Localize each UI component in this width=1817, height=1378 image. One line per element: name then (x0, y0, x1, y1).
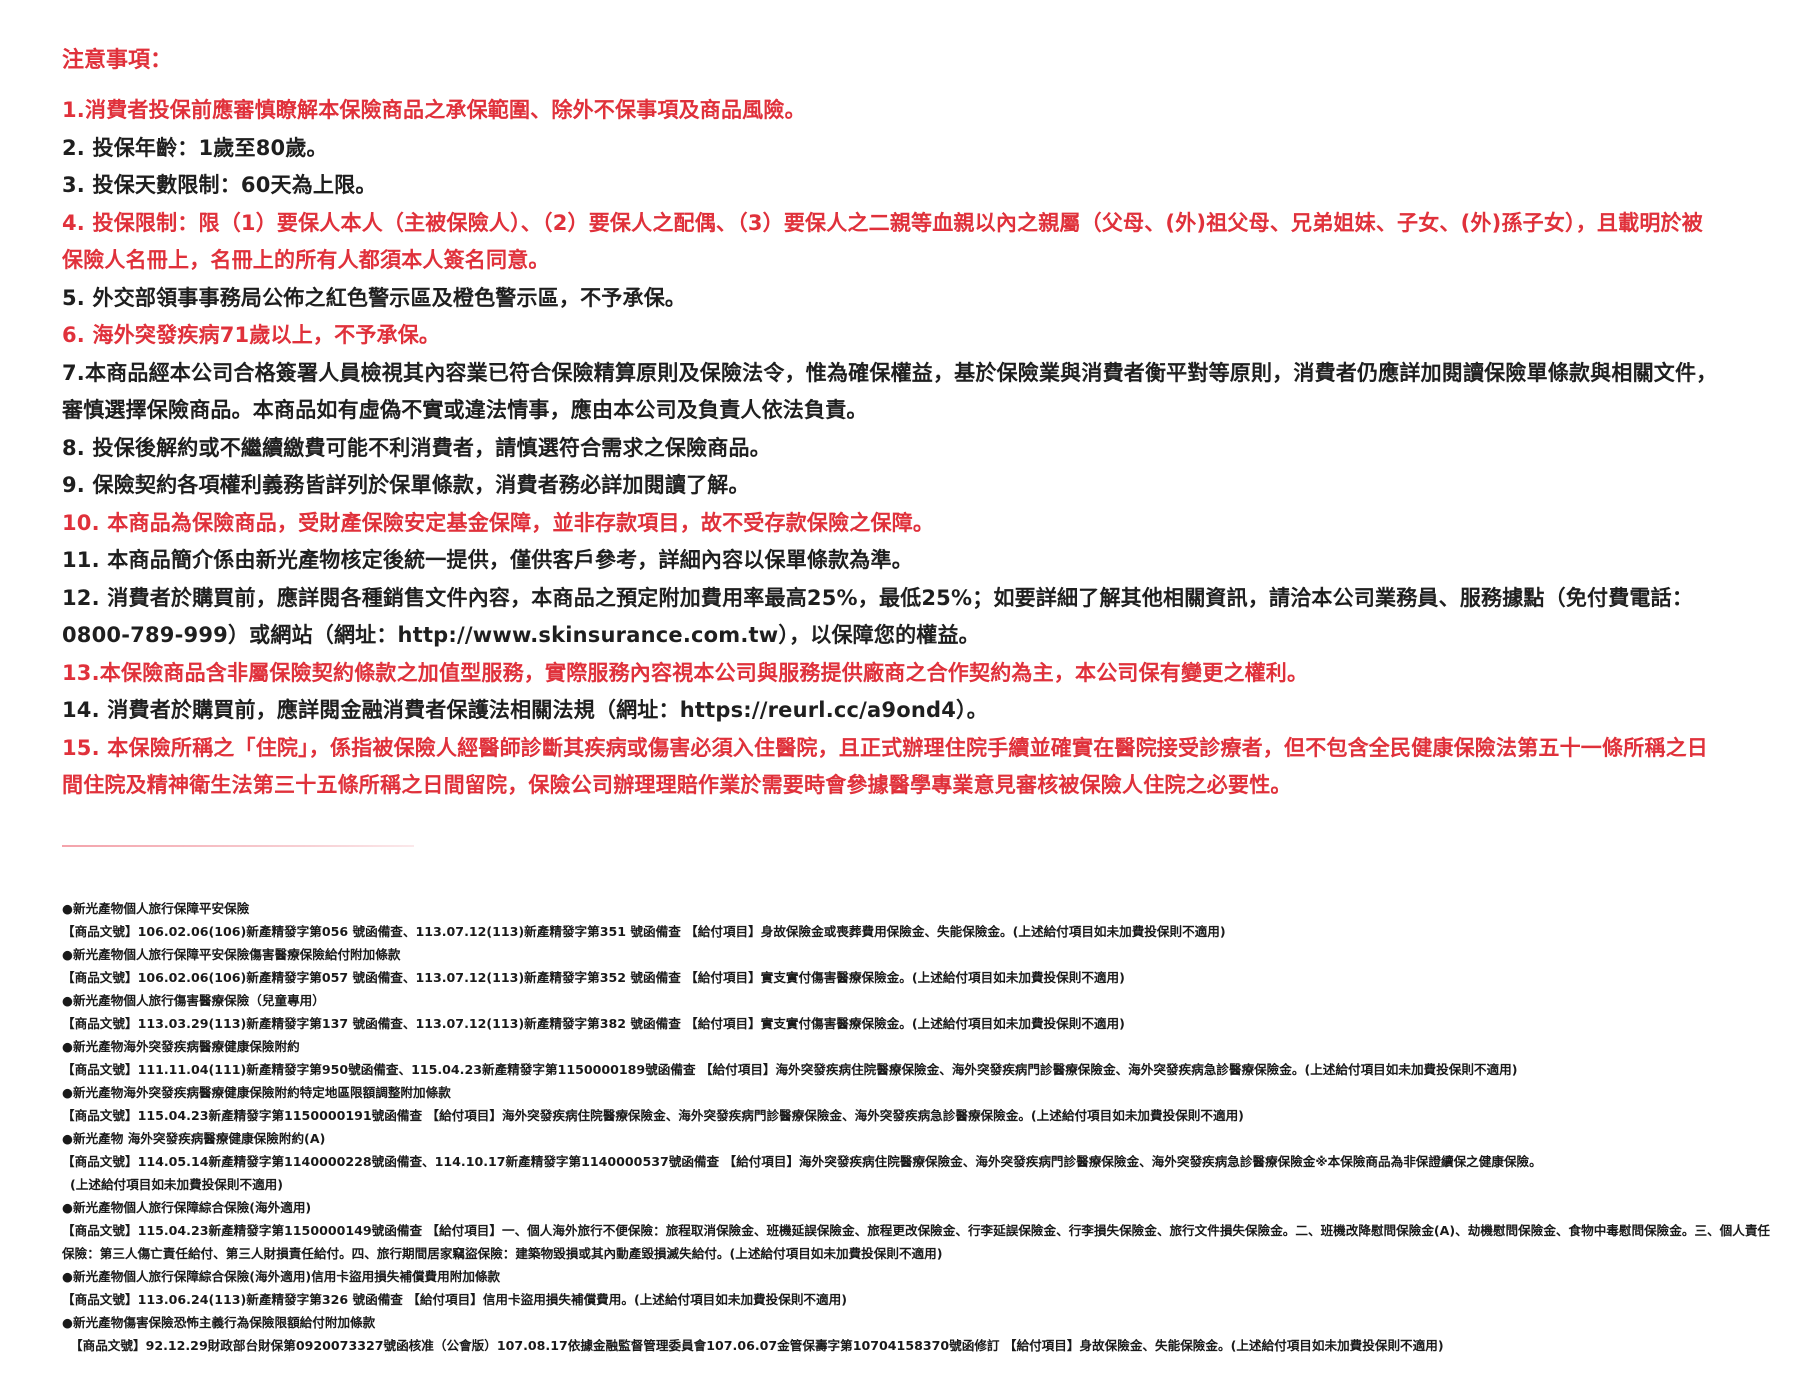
footnote-product-name: ●新光產物傷害保險恐怖主義行為保險限額給付附加條款 (62, 1314, 376, 1330)
footnote-product-detail: 【商品文號】106.02.06(106)新產精發字第056 號函備查、113.0… (62, 923, 1226, 939)
notice-item: 6. 海外突發疾病71歲以上，不予承保。 (62, 323, 441, 347)
footnote-product-name: ●新光產物 海外突發疾病醫療健康保險附約(A) (62, 1130, 326, 1146)
footnote-product-detail: 【商品文號】114.05.14新產精發字第1140000228號函備查、114.… (62, 1153, 1542, 1169)
notice-item: 1.消費者投保前應審慎瞭解本保險商品之承保範圍、除外不保事項及商品風險。 (62, 98, 806, 122)
section-divider (62, 844, 414, 847)
footnote-product-detail: 【商品文號】115.04.23新產精發字第1150000149號函備查 【給付項… (62, 1222, 1771, 1261)
footnote-product-detail: 【商品文號】113.06.24(113)新產精發字第326 號函備查 【給付項目… (62, 1291, 847, 1307)
footnote-product-name: ●新光產物個人旅行保障綜合保險(海外適用) (62, 1199, 312, 1215)
footnote-product-name: ●新光產物個人旅行保障平安保險 (62, 900, 250, 916)
footnote-product-name: ●新光產物個人旅行傷害醫療保險（兒童專用） (62, 992, 325, 1008)
footnote-product-detail: (上述給付項目如未加費投保則不適用) (70, 1176, 284, 1192)
notice-item: 11. 本商品簡介係由新光產物核定後統一提供，僅供客戶參考，詳細內容以保單條款為… (62, 548, 913, 572)
notice-item: 3. 投保天數限制：60天為上限。 (62, 173, 377, 197)
footnote-product-name: ●新光產物個人旅行保障平安保險傷害醫療保險給付附加條款 (62, 946, 401, 962)
product-footnotes: ●新光產物個人旅行保障平安保險 【商品文號】106.02.06(106)新產精發… (62, 897, 1770, 1357)
notice-item: 10. 本商品為保險商品，受財產保險安定基金保障，並非存款項目，故不受存款保險之… (62, 510, 935, 535)
footnote-product-name: ●新光產物海外突發疾病醫療健康保險附約特定地區限額調整附加條款 (62, 1084, 451, 1100)
footnote-product-name: ●新光產物海外突發疾病醫療健康保險附約 (62, 1038, 300, 1054)
notice-item: 8. 投保後解約或不繼續繳費可能不利消費者，請慎選符合需求之保險商品。 (62, 435, 771, 460)
notice-item: 5. 外交部領事事務局公佈之紅色警示區及橙色警示區，不予承保。 (62, 285, 687, 310)
footnote-product-detail: 【商品文號】111.11.04(111)新產精發字第950號函備查、115.04… (62, 1061, 1518, 1077)
footnote-product-detail: 【商品文號】115.04.23新產精發字第1150000191號函備查 【給付項… (62, 1107, 1244, 1123)
notice-title: 注意事項： (62, 48, 173, 73)
notice-item: 2. 投保年齡：1歲至80歲。 (62, 135, 328, 160)
footnote-product-detail: 【商品文號】92.12.29財政部台財保第0920073327號函核准（公會版）… (70, 1337, 1444, 1353)
notice-item: 7.本商品經本公司合格簽署人員檢視其內容業已符合保險精算原則及保險法令，惟為確保… (62, 360, 1718, 423)
notice-item: 9. 保險契約各項權利義務皆詳列於保單條款，消費者務必詳加閱讀了解。 (62, 473, 750, 497)
footnote-product-detail: 【商品文號】106.02.06(106)新產精發字第057 號函備查、113.0… (62, 969, 1125, 985)
notice-item: 15. 本保險所稱之「住院」，係指被保險人經醫師診斷其疾病或傷害必須入住醫院，且… (62, 735, 1709, 798)
notice-item: 14. 消費者於購買前，應詳閱金融消費者保護法相關法規（網址：https://r… (62, 698, 988, 722)
notice-page: 注意事項： 1.消費者投保前應審慎瞭解本保險商品之承保範圍、除外不保事項及商品風… (62, 48, 1770, 1357)
footnote-product-name: ●新光產物個人旅行保障綜合保險(海外適用)信用卡盜用損失補償費用附加條款 (62, 1268, 501, 1284)
notice-item: 13.本保險商品含非屬保險契約條款之加值型服務，實際服務內容視本公司與服務提供廠… (62, 660, 1309, 685)
footnote-product-detail: 【商品文號】113.03.29(113)新產精發字第137 號函備查、113.0… (62, 1015, 1125, 1031)
notice-list: 1.消費者投保前應審慎瞭解本保險商品之承保範圍、除外不保事項及商品風險。 2. … (62, 92, 1720, 805)
notice-item: 4. 投保限制：限（1）要保人本人（主被保險人）、（2）要保人之配偶、（3）要保… (62, 210, 1703, 273)
notice-item: 12. 消費者於購買前，應詳閱各種銷售文件內容，本商品之預定附加費用率最高25%… (62, 585, 1694, 648)
